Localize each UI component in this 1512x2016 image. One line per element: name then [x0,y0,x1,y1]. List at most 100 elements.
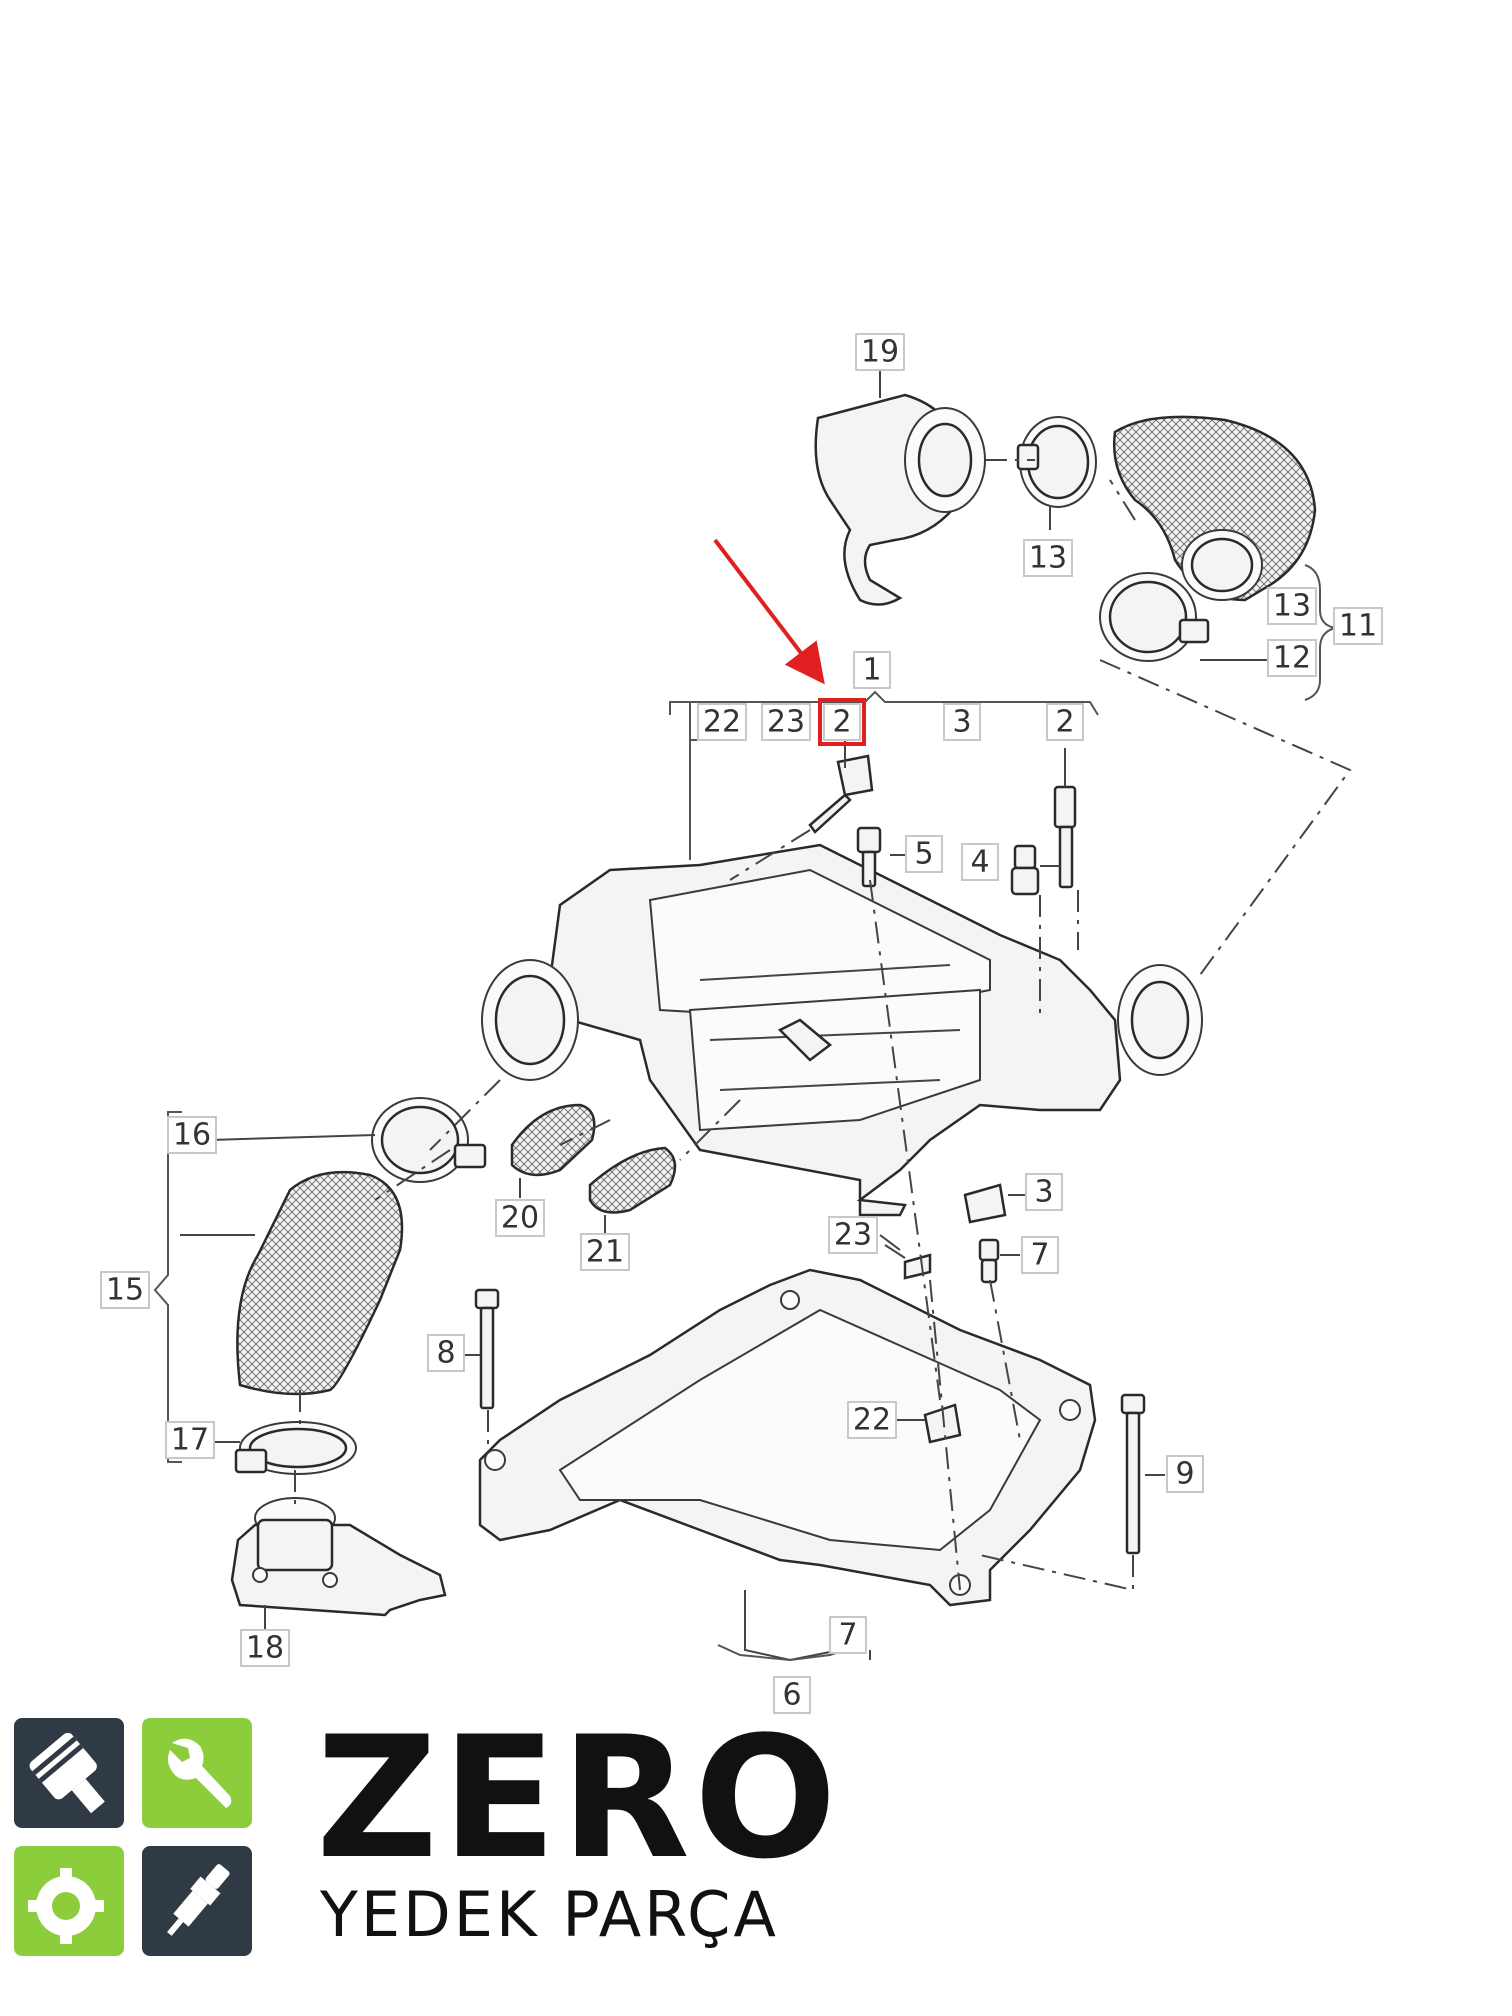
callout-box [853,651,891,689]
callout-box [167,1116,217,1154]
piston-icon [29,1732,105,1814]
callout-box [1046,703,1084,741]
callout-number: 22 [703,705,741,740]
callout-box [829,1616,867,1654]
brand-tagline: YEDEK PARÇA [320,1878,779,1951]
callout-box [1023,539,1073,577]
bolt-8 [465,1288,500,1410]
callout-c23a: 23 [761,703,811,741]
hose-clamp-13-upper [1016,416,1097,530]
callout-number: 9 [1175,1457,1194,1492]
hose-21 [588,1146,677,1214]
gear-icon [28,1868,104,1944]
callout-box [697,703,747,741]
callout-c1: 1 [853,651,891,689]
callout-number: 15 [106,1273,144,1308]
gear-tile [14,1846,124,1956]
throttle-housing-19 [814,370,986,606]
callout-c17: 17 [165,1421,215,1459]
callout-box [165,1421,215,1459]
callout-number: 7 [1030,1238,1049,1273]
dashline-11-to-pipe [1099,659,1352,976]
callout-number: 20 [501,1201,539,1236]
temperature-sensor-2-right [1053,785,1077,889]
charge-air-hose-15 [236,1170,404,1396]
intake-manifold-intercooler [481,843,1203,1217]
callout-box [495,1199,545,1237]
red-pointer-arrow [713,538,825,685]
callout-c22b: 22 [847,1401,897,1439]
callout-c9: 9 [1166,1455,1204,1493]
sensor-7 [978,1238,1020,1284]
callout-number: 12 [1273,641,1311,676]
callout-box [1267,587,1317,625]
temperature-sensor-2-left [808,754,874,834]
callout-c7b: 7 [829,1616,867,1654]
callout-number: 5 [914,837,933,872]
callout-number: 13 [1273,589,1311,624]
callout-number: 21 [586,1235,624,1270]
wrench-icon [168,1738,232,1808]
bolt-5 [856,826,910,888]
wrench-tile [142,1718,252,1828]
callout-number: 4 [970,845,989,880]
callout-c12: 12 [1267,639,1317,677]
callout-c2a: 2 [818,698,866,746]
callout-number: 2 [1055,705,1074,740]
callout-number: 6 [782,1678,801,1713]
callout-box [100,1271,150,1309]
callout-c4: 4 [961,843,999,881]
callout-box [1166,1455,1204,1493]
brand-name: ZERO [316,1700,841,1896]
callout-c16: 16 [167,1116,217,1154]
callout-number: 23 [767,705,805,740]
callout-box [240,1629,290,1667]
hose-clamp-17 [234,1421,357,1475]
highlight-box [818,698,866,746]
callout-c7a: 7 [1021,1236,1059,1274]
brace-11 [1304,564,1336,701]
callout-c3a: 3 [943,703,981,741]
callout-box [961,843,999,881]
callout-c13b: 13 [1267,587,1317,625]
callout-number: 18 [246,1631,284,1666]
callout-c18: 18 [240,1629,290,1667]
callout-c19: 19 [855,333,905,371]
callout-box [1025,1173,1063,1211]
callout-box [761,703,811,741]
spark-plug-icon [167,1864,230,1936]
hose-clamp-12 [1099,572,1285,662]
callout-number: 11 [1339,609,1377,644]
callout-number: 16 [173,1118,211,1153]
callout-number: 22 [853,1403,891,1438]
callout-box [847,1401,897,1439]
callout-number: 3 [1034,1175,1053,1210]
callout-c22a: 22 [697,703,747,741]
mounting-frame-6 [478,1268,1097,1607]
callout-box [855,333,905,371]
bracket-1 [669,690,1099,716]
callout-box [828,1216,878,1254]
callout-box [1267,639,1317,677]
throttle-body-18 [230,1497,447,1617]
dash-leaders [294,459,1136,1592]
sensor-4 [1010,844,1060,896]
callout-number: 23 [834,1218,872,1253]
spark-plug-tile [142,1846,252,1956]
hose-20 [510,1103,596,1177]
callout-c15: 15 [100,1271,150,1309]
callout-box [773,1676,811,1714]
callout-box [427,1334,465,1372]
callout-box [580,1233,630,1271]
callout-box [905,835,943,873]
callout-number: 19 [861,335,899,370]
callout-c23b: 23 [828,1216,878,1254]
callout-c21: 21 [580,1233,630,1271]
grommet-22 [895,1403,962,1444]
mount-3 [963,1183,1025,1224]
callout-box [823,703,861,741]
callout-c20: 20 [495,1199,545,1237]
callout-number: 3 [952,705,971,740]
bracket-15 [153,1111,182,1463]
